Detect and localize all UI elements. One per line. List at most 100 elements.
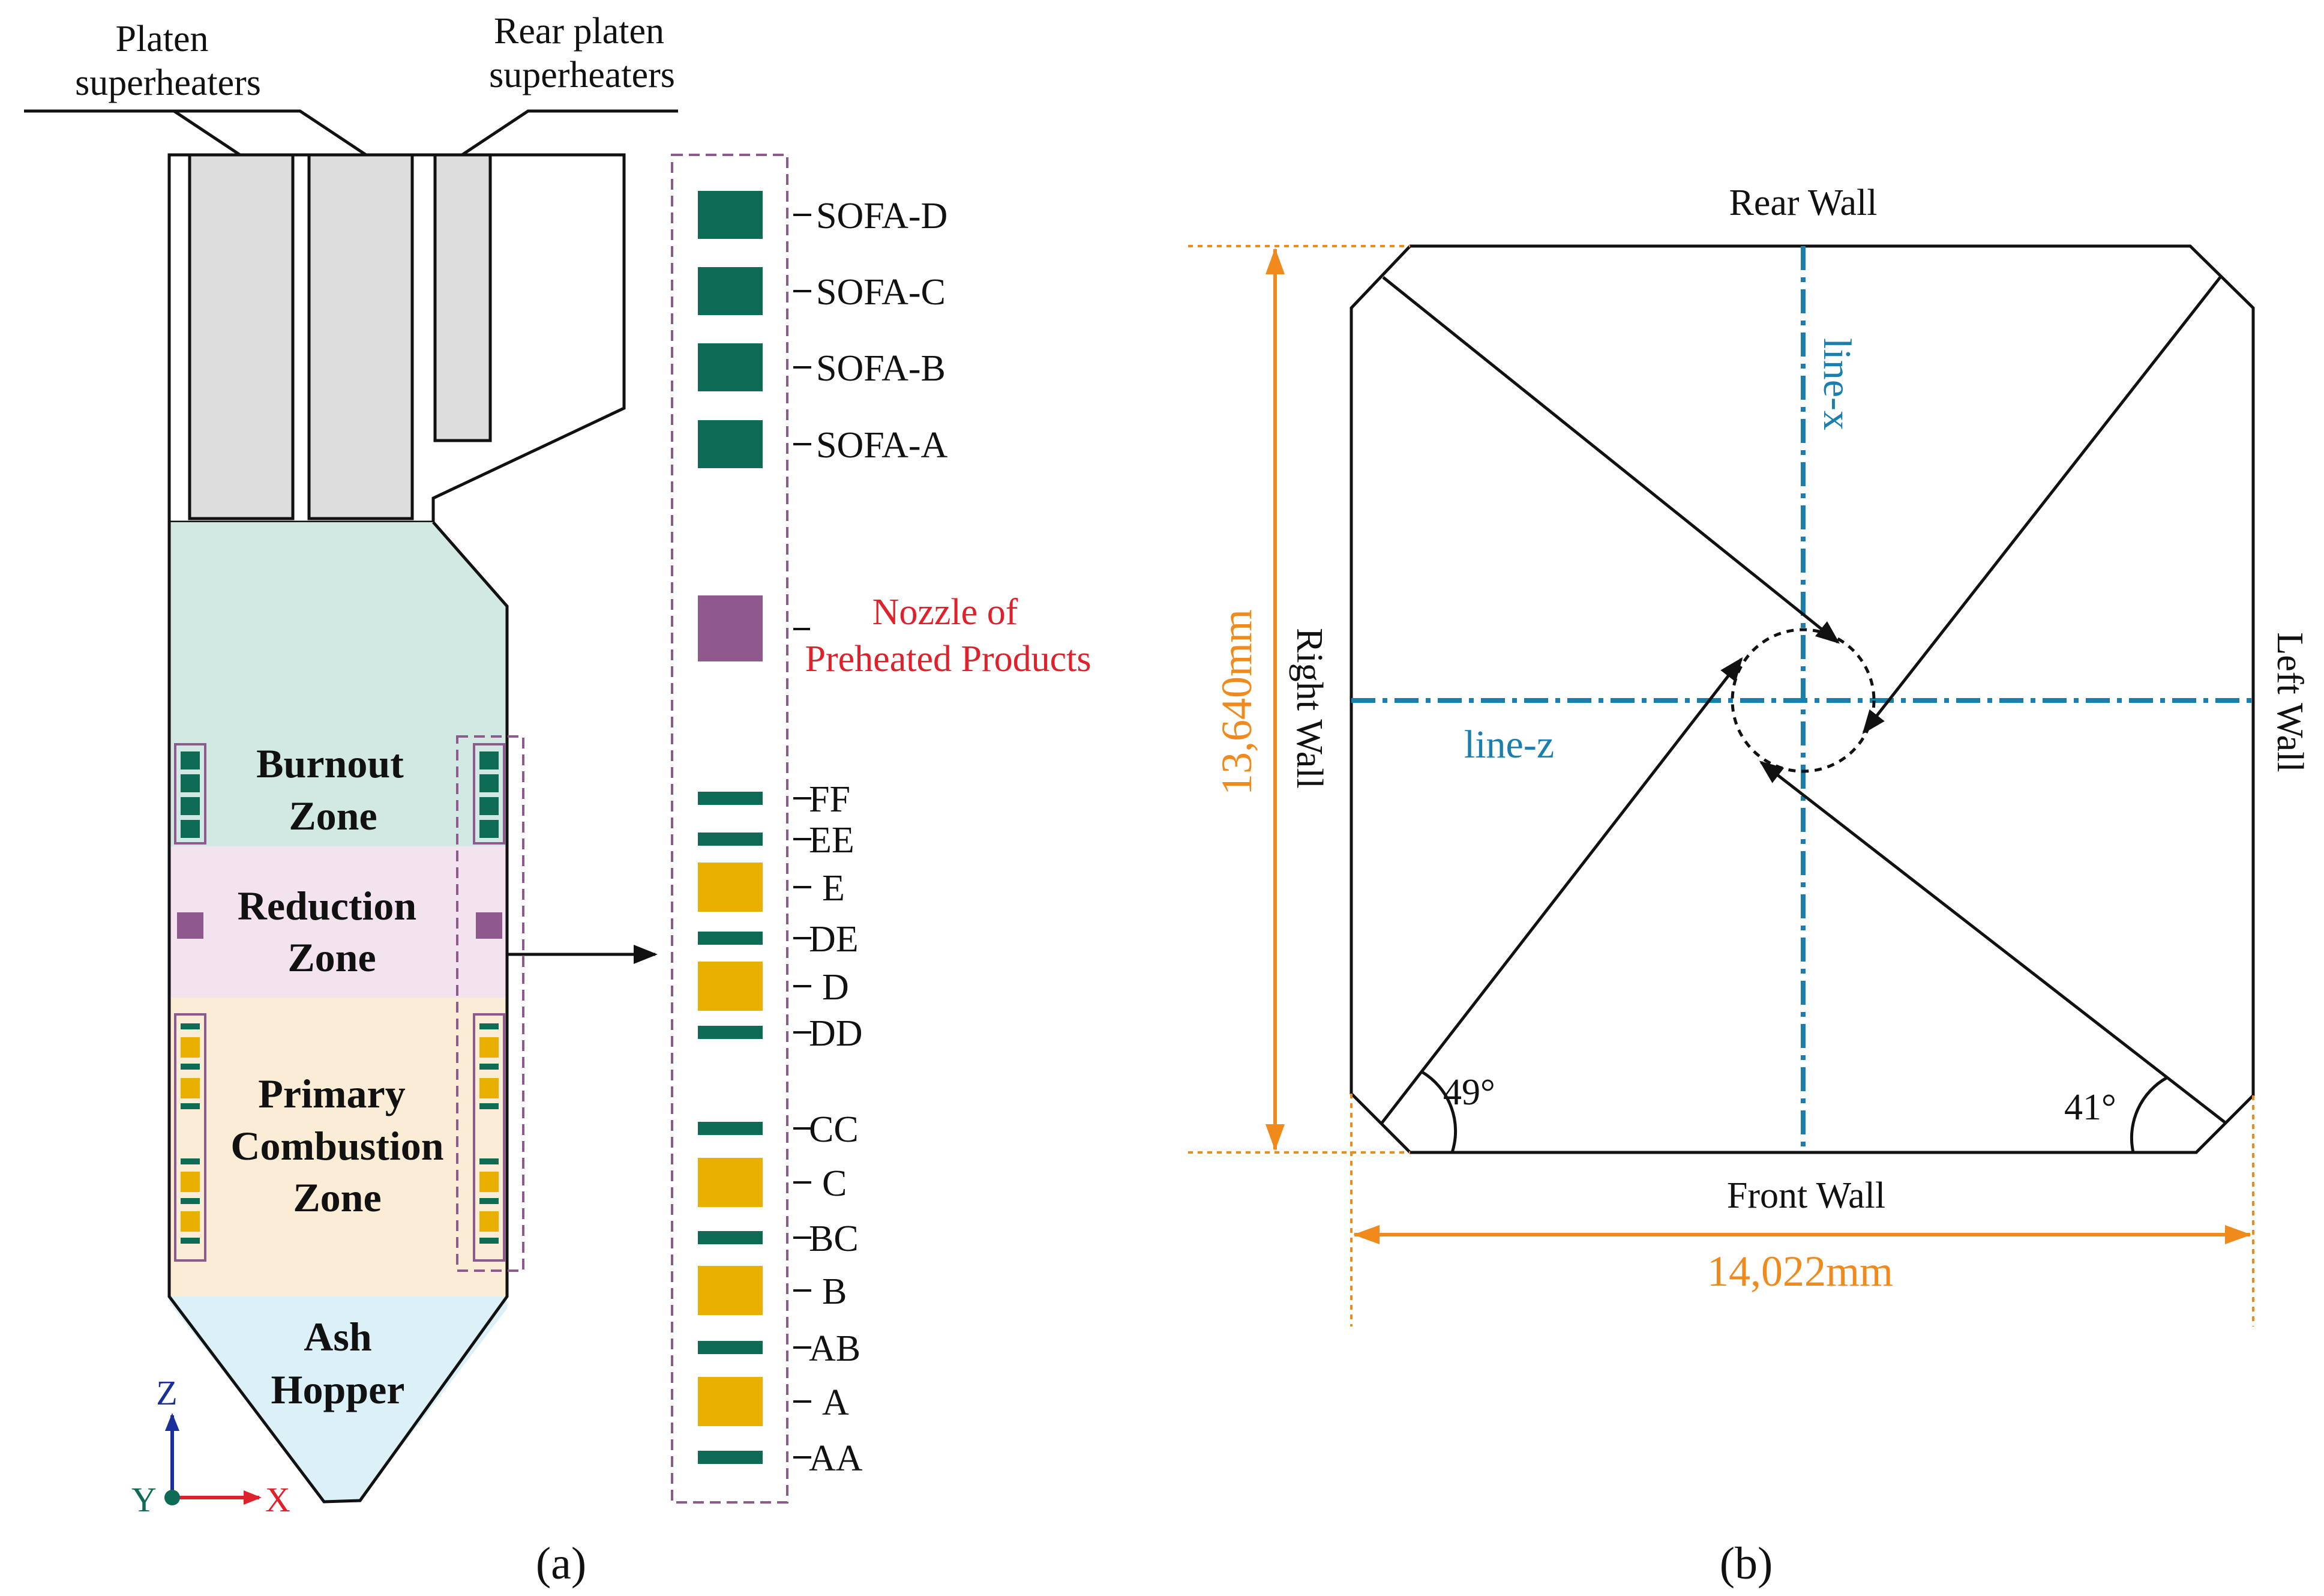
right-wall-burners bbox=[473, 743, 505, 1262]
nozzle-ff bbox=[698, 792, 763, 805]
rear-wall-label: Rear Wall bbox=[1729, 182, 1878, 223]
primary-zone-label-1: Primary bbox=[258, 1071, 405, 1116]
axis-y-label: Y bbox=[131, 1480, 157, 1519]
nozzle-label-e: E bbox=[822, 868, 845, 909]
primary-zone-label-2: Combustion bbox=[230, 1123, 443, 1169]
nozzle-c bbox=[698, 1158, 763, 1207]
jet-rear-left-corner bbox=[1862, 276, 2221, 735]
nozzle-a bbox=[698, 1377, 763, 1426]
nozzle-label-c: C bbox=[822, 1163, 847, 1204]
panel-a-furnace: Platen superheaters Rear platen superhea… bbox=[24, 11, 1091, 1589]
left-air-nozzle bbox=[181, 1198, 200, 1204]
nozzle-label-sofa-b: SOFA-B bbox=[816, 348, 946, 389]
nozzle-label-sofa-d: SOFA-D bbox=[816, 196, 947, 236]
left-air-nozzle bbox=[181, 1023, 200, 1029]
nozzle-label-cc: CC bbox=[809, 1109, 859, 1150]
left-wall-burners bbox=[174, 743, 206, 1262]
nozzle-label-ff: FF bbox=[809, 779, 850, 820]
right-coal-nozzle bbox=[479, 1211, 499, 1232]
nozzle-label-de: DE bbox=[809, 919, 859, 960]
ash-hopper-zone bbox=[169, 1296, 507, 1501]
burnout-zone bbox=[169, 522, 507, 846]
left-coal-nozzle bbox=[181, 1172, 200, 1192]
angle-41-label: 41° bbox=[2064, 1087, 2116, 1128]
nozzle-label-sofa-c: SOFA-C bbox=[816, 272, 946, 313]
nozzle-label-b: B bbox=[822, 1271, 847, 1312]
nozzle-sofa-d bbox=[698, 191, 763, 239]
nozzle-label-ab: AB bbox=[809, 1328, 860, 1369]
left-wall-label: Left Wall bbox=[2269, 632, 2310, 772]
right-air-nozzle bbox=[479, 1198, 499, 1204]
nozzle-column: SOFA-DSOFA-CSOFA-BSOFA-AFFEEEDEDDDCCCBCB… bbox=[698, 191, 948, 1479]
axis-z-label: Z bbox=[156, 1373, 177, 1412]
nozzle-aa bbox=[698, 1451, 763, 1464]
left-primary-group-outline bbox=[174, 1013, 206, 1262]
reduction-zone bbox=[169, 846, 507, 998]
angle-arc-49 bbox=[1421, 1070, 1458, 1153]
nozzle-label-a: A bbox=[822, 1382, 849, 1423]
nozzle-label-aa: AA bbox=[809, 1438, 863, 1479]
nozzle-b bbox=[698, 1266, 763, 1315]
jet-front-right-corner bbox=[1380, 657, 1743, 1125]
left-air-nozzle bbox=[181, 1103, 200, 1109]
ash-hopper-label-2: Hopper bbox=[271, 1367, 405, 1412]
left-sofa-nozzle bbox=[181, 774, 200, 792]
axis-x-label: X bbox=[265, 1480, 290, 1519]
reduction-zone-label-2: Zone bbox=[287, 935, 376, 980]
left-air-nozzle bbox=[181, 1238, 200, 1244]
nozzle-label-sofa-a: SOFA-A bbox=[816, 425, 948, 466]
angle-arc-41 bbox=[2130, 1076, 2169, 1153]
nozzle-ab bbox=[698, 1341, 763, 1354]
nozzle-dd bbox=[698, 1026, 763, 1039]
right-air-nozzle bbox=[479, 1103, 499, 1109]
nozzle-sofa-c bbox=[698, 267, 763, 315]
preheated-nozzle-label-1: Nozzle of bbox=[872, 592, 1018, 633]
right-air-nozzle bbox=[479, 1064, 499, 1070]
coordinate-axes: Z Y X bbox=[131, 1373, 290, 1519]
platen-superheater-1 bbox=[188, 153, 295, 520]
nozzle-label-ee: EE bbox=[809, 820, 854, 861]
left-air-nozzle bbox=[181, 1064, 200, 1070]
primary-zone bbox=[169, 998, 507, 1296]
line-x-label: line-x bbox=[1815, 338, 1859, 430]
left-air-nozzle bbox=[181, 1158, 200, 1164]
nozzle-d bbox=[698, 962, 763, 1011]
nozzle-bc bbox=[698, 1231, 763, 1244]
left-coal-nozzle bbox=[181, 1037, 200, 1058]
right-air-nozzle bbox=[479, 1023, 499, 1029]
superheater-callouts bbox=[24, 109, 678, 157]
height-dimension-label: 13,640mm bbox=[1213, 609, 1261, 795]
ash-hopper-label-1: Ash bbox=[304, 1314, 371, 1360]
width-dimension: 14,022mm bbox=[1350, 1094, 2254, 1326]
reduction-zone-label-1: Reduction bbox=[238, 883, 416, 929]
rear-platen-superheater bbox=[433, 153, 492, 442]
right-sofa-group-outline bbox=[473, 743, 505, 845]
right-sofa-nozzle bbox=[479, 751, 499, 769]
platen-label-line1: Platen bbox=[116, 19, 209, 59]
burnout-zone-label-2: Zone bbox=[289, 793, 377, 839]
nozzle-ee bbox=[698, 833, 763, 846]
width-dimension-label: 14,022mm bbox=[1707, 1247, 1893, 1295]
line-z-label: line-z bbox=[1464, 723, 1554, 766]
right-coal-nozzle bbox=[479, 1078, 499, 1098]
preheated-nozzle-label-2: Preheated Products bbox=[805, 639, 1091, 679]
panel-b-cross-section: 49° 41° Rear Wall Front Wall Right Wall … bbox=[1188, 182, 2310, 1589]
right-primary-group-outline bbox=[473, 1013, 505, 1262]
right-air-nozzle bbox=[479, 1238, 499, 1244]
caption-a: (a) bbox=[536, 1538, 586, 1589]
rear-platen-label-line1: Rear platen bbox=[494, 11, 664, 52]
right-preheated-nozzle bbox=[476, 912, 502, 939]
angle-49-label: 49° bbox=[1443, 1072, 1495, 1113]
nozzle-label-d: D bbox=[822, 967, 849, 1008]
platen-superheater-2 bbox=[307, 153, 414, 520]
right-sofa-nozzle bbox=[479, 797, 499, 815]
nozzle-label-bc: BC bbox=[809, 1218, 859, 1259]
jet-front-left-corner bbox=[1759, 760, 2226, 1124]
nozzle-label-dd: DD bbox=[809, 1013, 863, 1054]
burnout-zone-label-1: Burnout bbox=[256, 741, 404, 786]
height-dimension: 13,640mm bbox=[1188, 245, 1410, 1154]
nozzle-sofa-a bbox=[698, 420, 763, 468]
right-air-nozzle bbox=[479, 1158, 499, 1164]
right-wall-burner-group-outline bbox=[456, 735, 524, 1272]
